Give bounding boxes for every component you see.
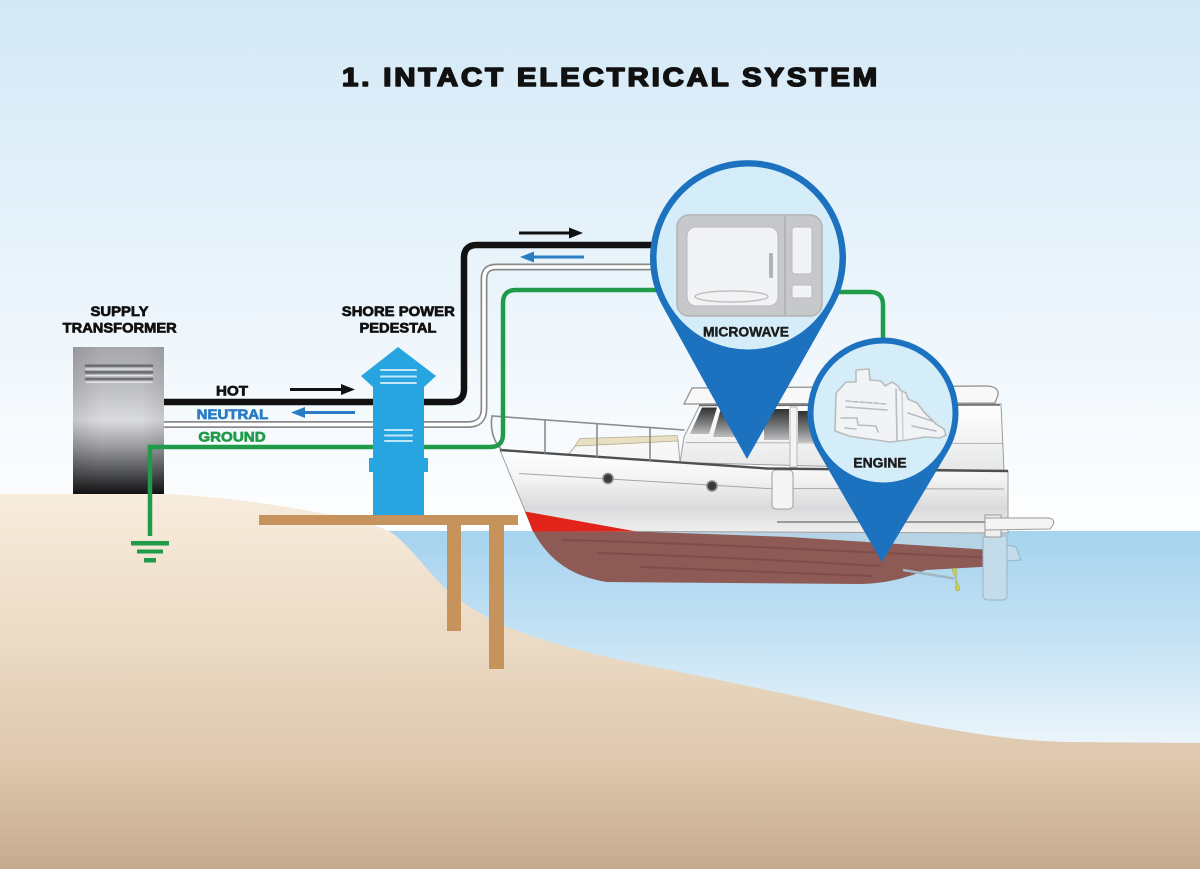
- pedestal-vents: [380, 369, 417, 442]
- power-pedestal-icon: [361, 347, 436, 515]
- microwave-button: [791, 284, 813, 299]
- boat-rudder: [982, 535, 1008, 601]
- boat-side-step: [771, 469, 794, 510]
- dock-piling: [447, 525, 461, 631]
- engine-bellhousing-seam: [901, 391, 904, 440]
- arrow-left-icon: [520, 251, 584, 263]
- engine-callout: ENGINE: [807, 337, 959, 562]
- ground-wire-label: GROUND: [198, 429, 265, 445]
- neutral-wire-label: NEUTRAL: [197, 406, 269, 422]
- boat-swim-platform: [984, 517, 1055, 531]
- boat-trim-tab: [1006, 544, 1022, 562]
- shore-power-pedestal-label: SHORE POWER PEDESTAL: [341, 303, 455, 336]
- current-flow-arrows: [290, 227, 584, 418]
- engine-mount: [844, 427, 857, 430]
- microwave-display: [791, 226, 813, 275]
- microwave-callout: MICROWAVE: [650, 160, 846, 459]
- hot-wire-label: HOT: [216, 382, 248, 398]
- boat-forward-hatch: [574, 435, 679, 447]
- ground-wire-shore-to-microwave: [147, 287, 700, 536]
- neutral-wire: [164, 265, 700, 427]
- arrow-right-icon: [290, 384, 355, 395]
- wiring: [131, 241, 886, 563]
- callout-label-microwave: MICROWAVE: [703, 324, 789, 340]
- dock-plank: [259, 515, 518, 525]
- supply-transformer-label-line-2: TRANSFORMER: [63, 320, 177, 336]
- supply-transformer-label: SUPPLY TRANSFORMER: [62, 303, 177, 336]
- hot-wire: [164, 241, 700, 406]
- shore-power-pedestal-label-line-2: PEDESTAL: [360, 320, 437, 336]
- boat-bottom-paint-streaks: [561, 539, 996, 577]
- labels: 1. INTACT ELECTRICAL SYSTEM SUPPLY TRANS…: [62, 61, 880, 445]
- engine-mount: [840, 417, 879, 433]
- dock-piling: [489, 525, 504, 669]
- boat-window-pillar: [789, 406, 798, 468]
- hull-streak: [597, 552, 881, 567]
- shore-and-seabed: [0, 494, 1200, 869]
- engine-manifold: [845, 400, 887, 405]
- engine-transmission-detail: [907, 412, 937, 432]
- boat-boot-stripe: [525, 511, 637, 532]
- engine-block: [834, 368, 947, 443]
- boat-windshield: [690, 407, 717, 434]
- microwave-icon: [676, 214, 823, 317]
- boat-porthole: [602, 472, 614, 485]
- earth-ground-bar: [131, 541, 169, 546]
- ground-wire-microwave-to-engine: [800, 289, 886, 360]
- callout-label-engine: ENGINE: [853, 455, 906, 471]
- dock: [259, 515, 518, 669]
- hull-streak: [561, 539, 996, 559]
- engine-bellhousing-seam: [895, 388, 898, 441]
- microwave-door-window: [686, 226, 779, 307]
- engine-icon: [834, 368, 947, 443]
- earth-ground-icon: [131, 541, 169, 563]
- boat-propeller: [952, 567, 960, 592]
- wire-legend: HOT NEUTRAL GROUND: [196, 382, 269, 445]
- arrow-right-icon: [519, 227, 583, 239]
- ground-wire: [147, 287, 886, 536]
- boat-prop-shaft: [902, 568, 955, 580]
- engine-manifold: [845, 406, 888, 411]
- arrow-left-icon: [291, 407, 355, 418]
- microwave-door-handle: [769, 253, 773, 278]
- diagram-title: 1. INTACT ELECTRICAL SYSTEM: [342, 62, 880, 92]
- transformer-vents: [84, 364, 154, 383]
- hull-streak: [639, 566, 873, 577]
- microwave-turntable: [694, 290, 769, 303]
- earth-ground-bar: [137, 549, 163, 554]
- boat-porthole: [706, 480, 718, 492]
- earth-ground-bar: [144, 558, 156, 563]
- supply-transformer-label-line-1: SUPPLY: [91, 303, 150, 319]
- shore-power-pedestal-label-line-1: SHORE POWER: [342, 303, 455, 319]
